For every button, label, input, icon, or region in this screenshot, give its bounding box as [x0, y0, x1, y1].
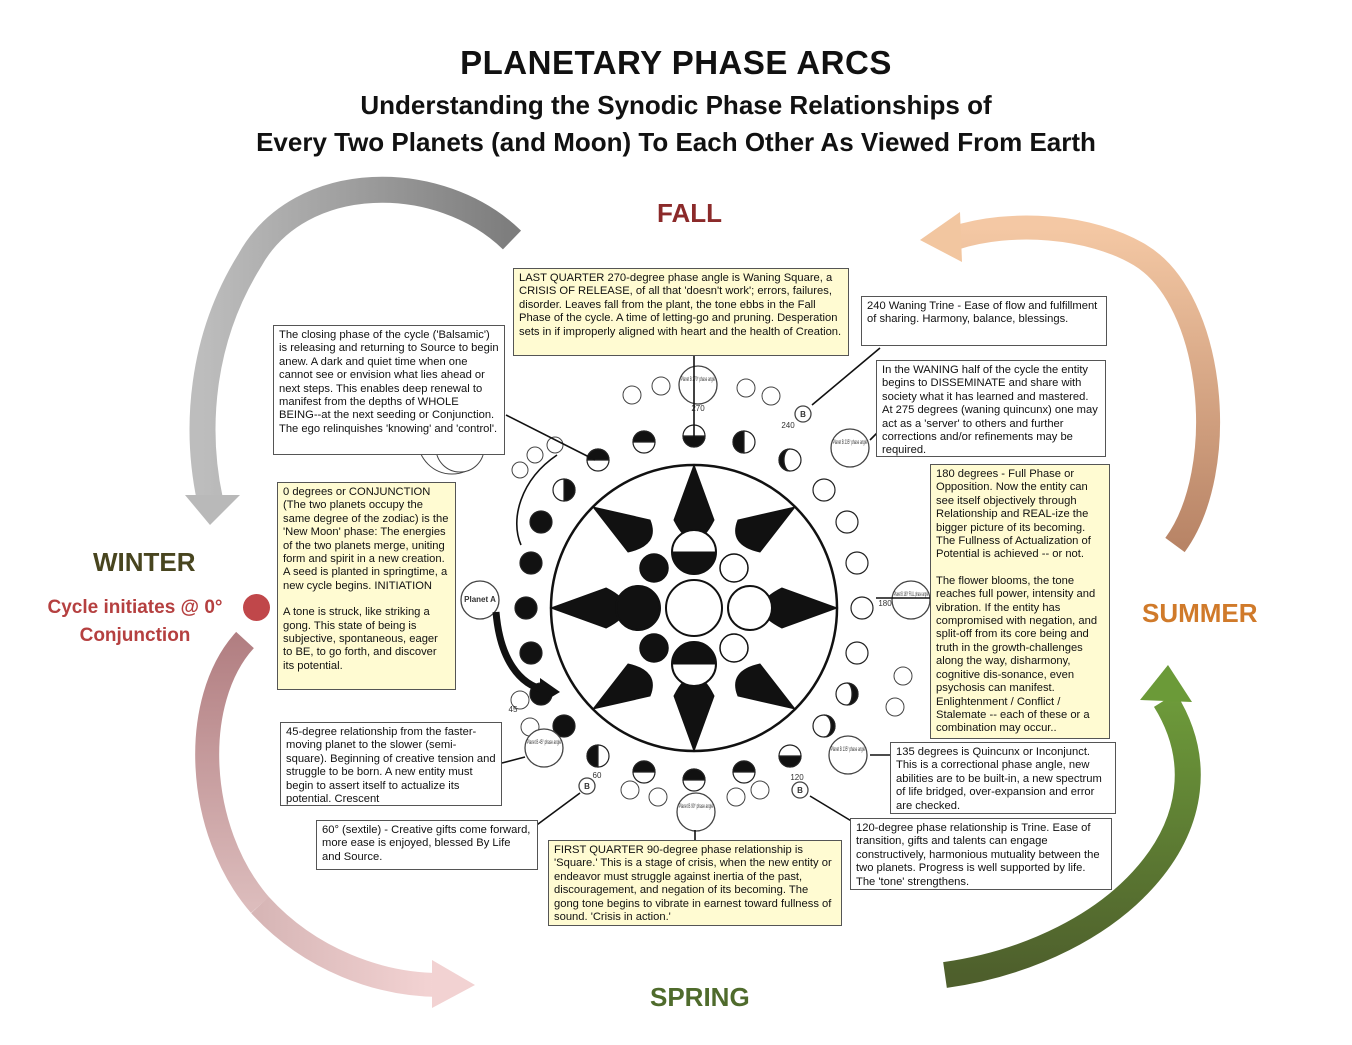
page-title: PLANETARY PHASE ARCS — [460, 44, 892, 81]
subtitle-line-2: Every Two Planets (and Moon) To Each Oth… — [256, 127, 1096, 157]
balsamic-box: The closing phase of the cycle ('Balsami… — [273, 325, 505, 455]
pointer-lines — [501, 347, 930, 840]
summer-arrow-top — [951, 215, 1220, 553]
pb235-label: Planet B 235° phase angle — [833, 440, 867, 446]
last-quarter-text: LAST QUARTER 270-degree phase angle is W… — [519, 272, 842, 338]
pb45-label: Planet B 45° phase angle — [527, 740, 561, 746]
moon-phase-ring — [514, 424, 874, 792]
trine-box: 120-degree phase relationship is Trine. … — [850, 818, 1112, 890]
sextile-box: 60° (sextile) - Creative gifts come forw… — [316, 820, 538, 870]
full-phase-text-2: The flower blooms, the tone reaches full… — [936, 574, 1098, 735]
cycle-note: Cycle initiates @ 0° Conjunction — [30, 594, 240, 650]
waning-trine-box: 240 Waning Trine - Ease of flow and fulf… — [861, 296, 1107, 346]
quincunx-box: 135 degrees is Quincunx or Inconjunct. T… — [890, 742, 1116, 814]
pb135-label: Planet B 135° phase angle — [831, 747, 865, 753]
center-wheel — [549, 463, 839, 753]
conjunction-text-1: 0 degrees or CONJUNCTION (The two planet… — [283, 486, 449, 592]
fall-arrow — [189, 176, 522, 503]
season-winter: WINTER — [93, 547, 196, 577]
subtitle-line-1: Understanding the Synodic Phase Relation… — [360, 90, 992, 120]
semi-square-text: 45-degree relationship from the faster-m… — [286, 726, 496, 806]
waning-half-box: In the WANING half of the cycle the enti… — [876, 360, 1106, 457]
b-marker-60: B — [584, 782, 590, 791]
fall-arrow-head — [185, 495, 240, 525]
full-phase-box: 180 degrees - Full Phase or Opposition. … — [930, 464, 1110, 739]
deg-180: 180 — [878, 599, 892, 608]
b-marker-240: B — [800, 410, 806, 419]
cycle-note-line-1: Cycle initiates @ 0° — [47, 597, 223, 618]
pb180-label: Planet B 180° FULL phase angle — [894, 592, 928, 598]
summer-arrow-bottom — [943, 693, 1201, 988]
waning-trine-text: 240 Waning Trine - Ease of flow and fulf… — [867, 300, 1098, 326]
planet-a-label: Planet A — [464, 595, 496, 604]
sextile-text: 60° (sextile) - Creative gifts come forw… — [322, 824, 531, 863]
conjunction-text-2: A tone is struck, like striking a gong. … — [283, 606, 438, 672]
deg-120: 120 — [790, 773, 804, 782]
semi-square-box: 45-degree relationship from the faster-m… — [280, 722, 502, 806]
pb270-label: Planet B 270° phase angle — [681, 377, 715, 383]
first-quarter-text: FIRST QUARTER 90-degree phase relationsh… — [554, 844, 832, 924]
first-quarter-box: FIRST QUARTER 90-degree phase relationsh… — [548, 840, 842, 926]
planet-a-curved-arrow — [492, 611, 546, 694]
spring-arrow-head — [432, 960, 475, 1008]
season-spring: SPRING — [650, 982, 750, 1012]
deg-45: 45 — [509, 705, 518, 714]
last-quarter-box: LAST QUARTER 270-degree phase angle is W… — [513, 268, 849, 356]
conjunction-box: 0 degrees or CONJUNCTION (The two planet… — [277, 482, 456, 690]
full-phase-text-1: 180 degrees - Full Phase or Opposition. … — [936, 468, 1091, 561]
deg-240: 240 — [781, 421, 795, 430]
quincunx-text: 135 degrees is Quincunx or Inconjunct. T… — [896, 746, 1102, 812]
planet-b-markers — [460, 365, 931, 832]
spring-arrow — [251, 896, 441, 997]
winter-arrow — [195, 631, 270, 913]
summer-arrow-top-head — [920, 212, 962, 262]
trine-text: 120-degree phase relationship is Trine. … — [856, 822, 1100, 888]
season-fall: FALL — [657, 198, 722, 228]
pb90-label: Planet B 90° phase angle — [679, 804, 713, 810]
deg-60: 60 — [593, 771, 602, 780]
balsamic-text: The closing phase of the cycle ('Balsami… — [279, 329, 499, 435]
waning-half-text: In the WANING half of the cycle the enti… — [882, 364, 1098, 457]
season-summer: SUMMER — [1142, 598, 1258, 628]
deg-270: 270 — [691, 404, 705, 413]
conjunction-dot — [243, 594, 270, 621]
cycle-note-line-2: Conjunction — [79, 625, 191, 646]
summer-arrow-bottom-head — [1140, 665, 1192, 702]
b-marker-120: B — [797, 786, 803, 795]
